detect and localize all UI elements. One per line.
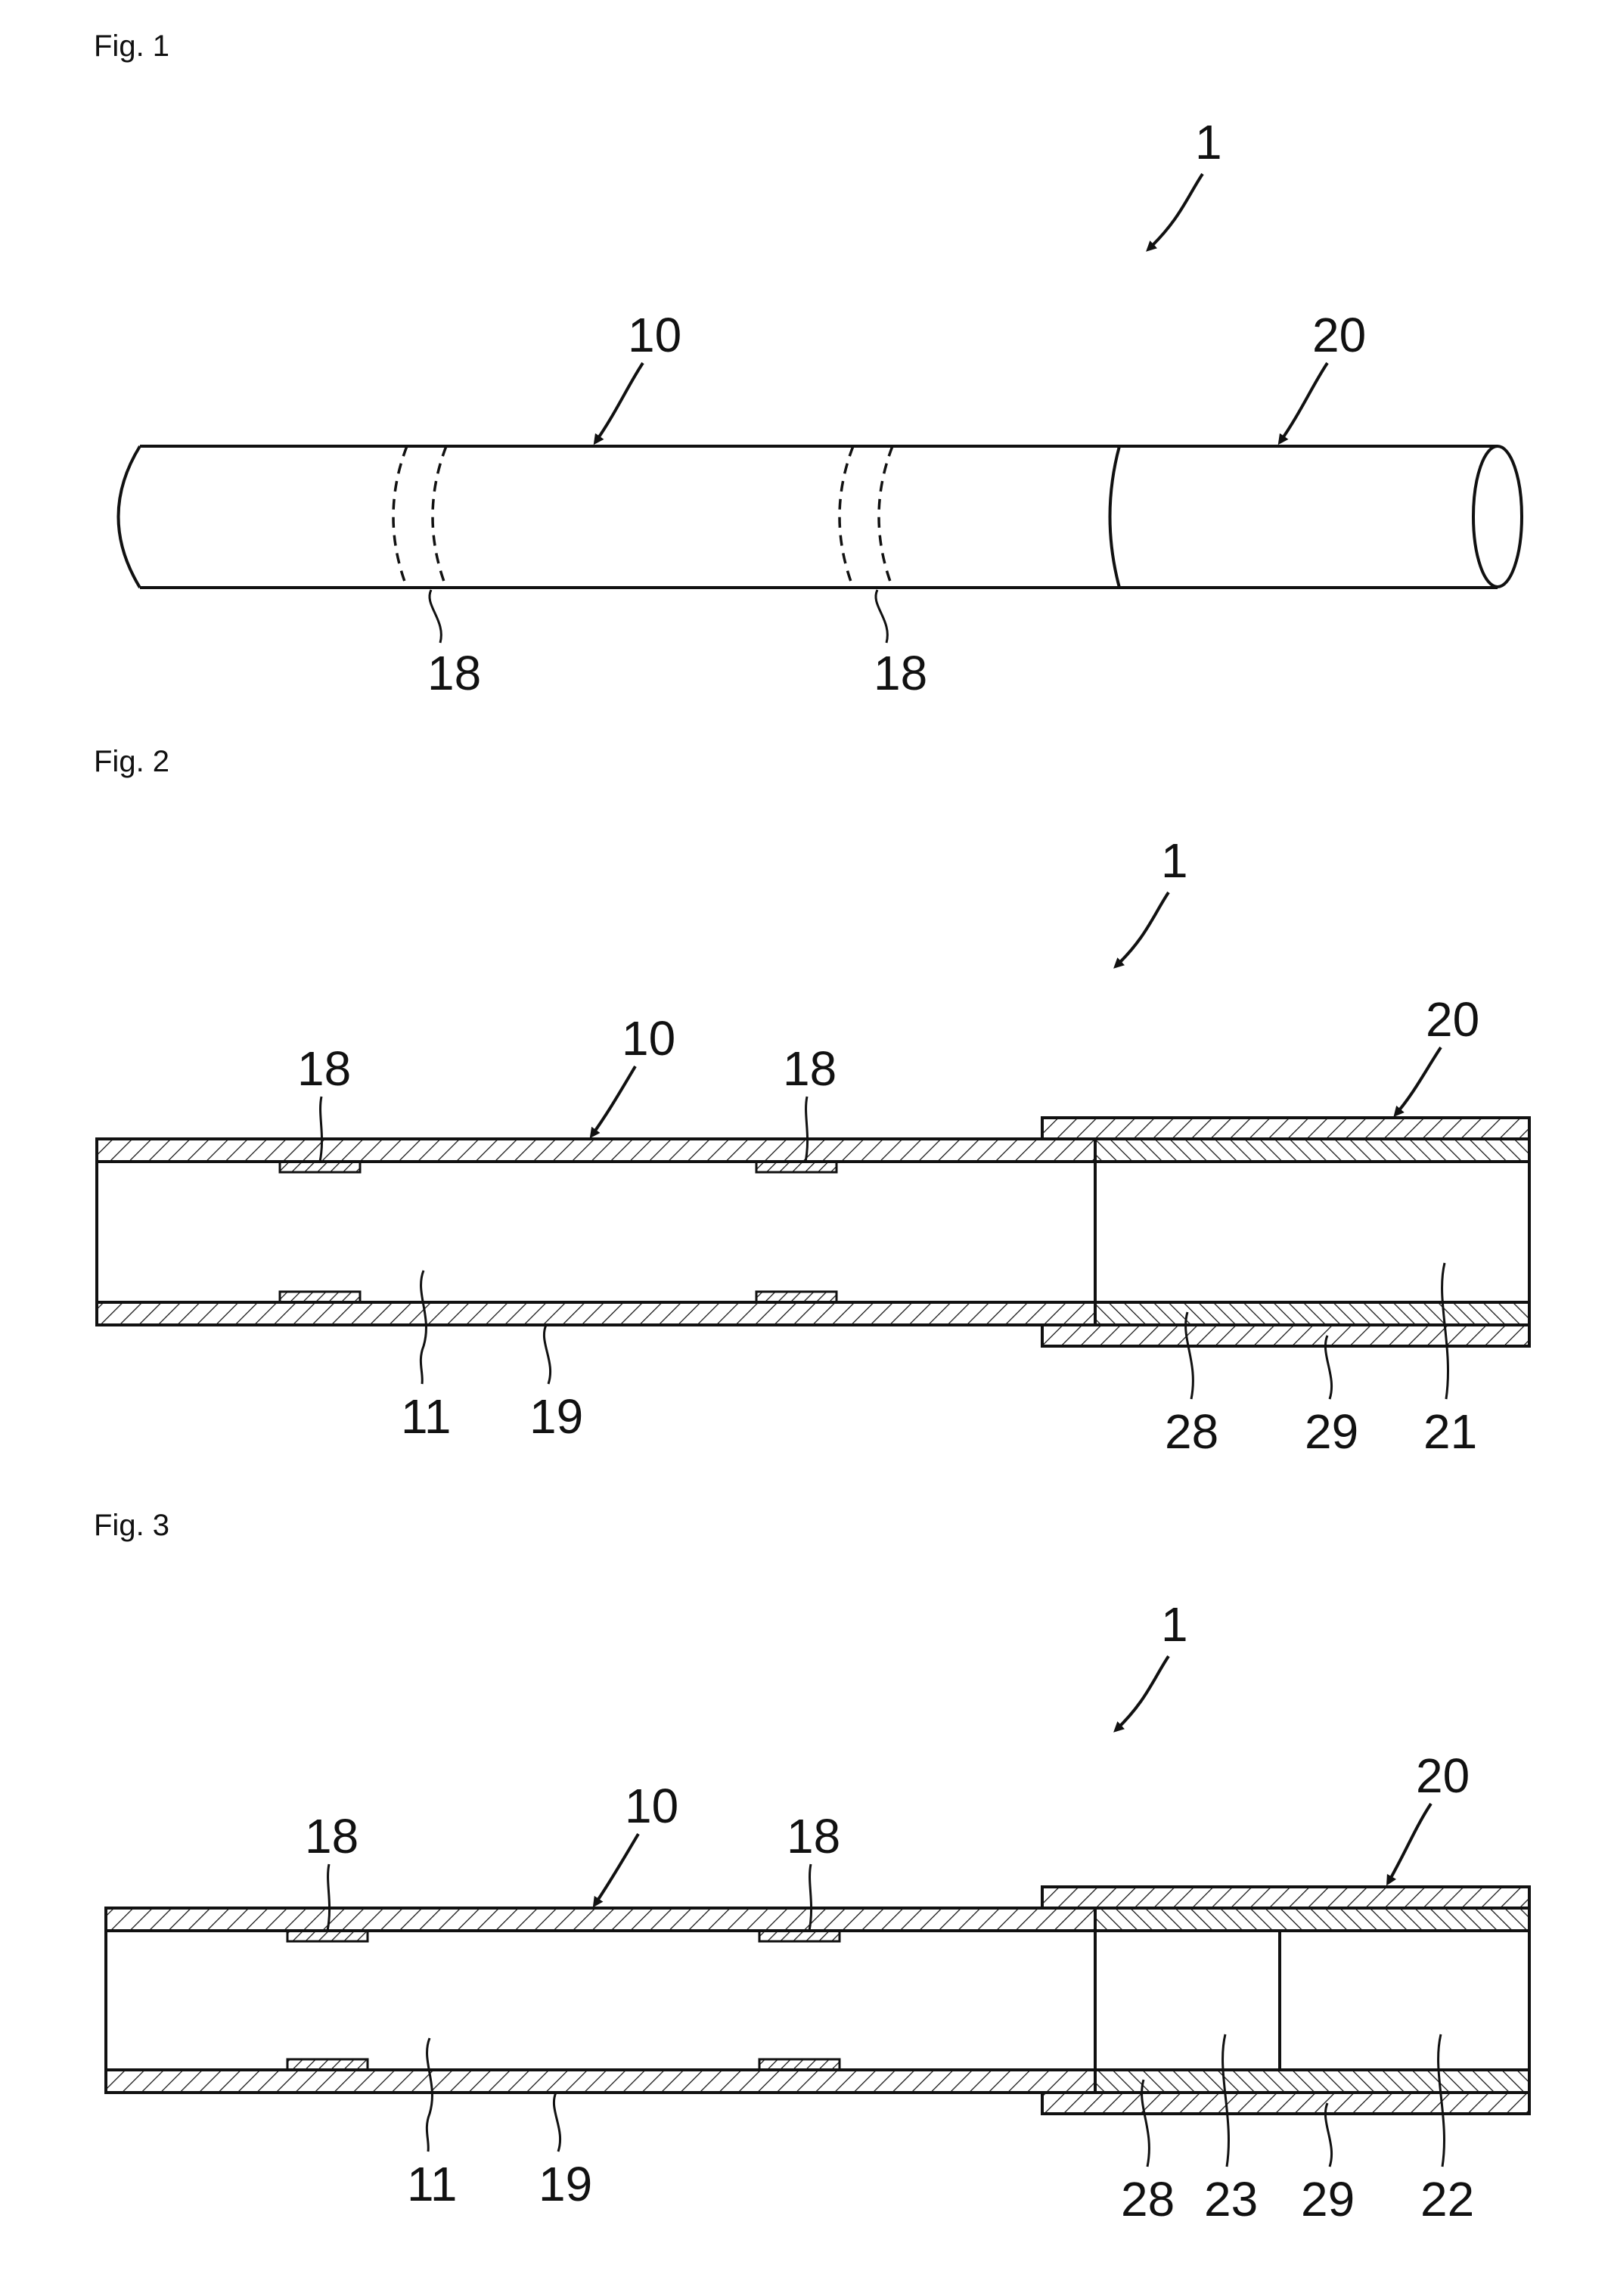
label-29: 29 xyxy=(1305,1404,1358,1459)
band-18-left-bottom xyxy=(287,2059,368,2070)
assembly-leader-arrow xyxy=(1116,892,1169,966)
band-18-right-leader xyxy=(876,590,887,643)
figure-1: Fig. 1 1 10 20 xyxy=(94,29,1522,700)
assembly-label: 1 xyxy=(1161,833,1188,888)
member-20-inner-bottom-wall xyxy=(1095,1302,1529,1325)
figure-caption: Fig. 1 xyxy=(94,29,169,63)
member-10-label: 10 xyxy=(625,1779,678,1833)
label-28: 28 xyxy=(1165,1404,1218,1459)
figure-caption: Fig. 3 xyxy=(94,1509,169,1542)
member-20-outer-top-wall xyxy=(1042,1118,1529,1139)
label-11-leader xyxy=(421,1271,426,1384)
figure-2: Fig. 2 1 18 18 10 20 11 19 28 xyxy=(94,745,1529,1459)
member-10-leader-arrow xyxy=(595,363,643,442)
member-10-label: 10 xyxy=(628,308,681,362)
member-20-inner-top-wall xyxy=(1095,1908,1529,1931)
figure-caption: Fig. 2 xyxy=(94,745,169,778)
member-10-leader-arrow xyxy=(594,1834,638,1905)
band-18-right-leader xyxy=(806,1097,808,1162)
label-11: 11 xyxy=(401,1389,451,1444)
assembly-label: 1 xyxy=(1195,115,1222,169)
band-18-left-leader xyxy=(430,590,441,643)
assembly-leader-arrow xyxy=(1148,174,1203,250)
band-18-right-top xyxy=(759,1931,840,1941)
label-11-leader xyxy=(427,2038,432,2152)
band-18-right-label: 18 xyxy=(874,646,927,700)
member-20-outer-bottom-wall xyxy=(1042,1325,1529,1346)
member-10-bottom-wall xyxy=(106,2070,1095,2093)
member-20-label: 20 xyxy=(1426,992,1479,1047)
member-10-bottom-wall xyxy=(97,1302,1095,1325)
band-18-right-label: 18 xyxy=(787,1809,840,1863)
band-18-left-top xyxy=(287,1931,368,1941)
band-18-left xyxy=(393,446,446,588)
label-21: 21 xyxy=(1423,1404,1477,1459)
member-20-leader-arrow xyxy=(1395,1047,1441,1115)
label-23: 23 xyxy=(1204,2172,1258,2226)
band-18-left-leader xyxy=(327,1864,330,1931)
label-28: 28 xyxy=(1121,2172,1175,2226)
band-18-right-bottom xyxy=(759,2059,840,2070)
member-20-inner-bottom-wall xyxy=(1095,2070,1529,2093)
label-19-leader xyxy=(544,1325,550,1384)
band-18-left-label: 18 xyxy=(305,1809,359,1863)
band-18-left-bottom xyxy=(280,1292,360,1302)
label-22: 22 xyxy=(1420,2172,1474,2226)
band-18-right xyxy=(840,446,892,588)
assembly-label: 1 xyxy=(1161,1597,1188,1652)
band-18-left-leader xyxy=(320,1097,322,1162)
band-18-left-top xyxy=(280,1162,360,1172)
member-10-top-wall xyxy=(106,1908,1095,1931)
member-20-inner-top-wall xyxy=(1095,1139,1529,1162)
label-19: 19 xyxy=(529,1389,583,1444)
member-20-leader-arrow xyxy=(1388,1804,1431,1883)
member-20-label: 20 xyxy=(1416,1748,1470,1803)
member-20-outer-bottom-wall xyxy=(1042,2093,1529,2114)
member-20-leader-arrow xyxy=(1280,363,1327,442)
band-18-left-label: 18 xyxy=(427,646,481,700)
member-20-outer-top-wall xyxy=(1042,1887,1529,1908)
band-18-right-label: 18 xyxy=(783,1041,837,1096)
band-18-left-label: 18 xyxy=(297,1041,351,1096)
member-10-top-wall xyxy=(97,1139,1095,1162)
label-19: 19 xyxy=(539,2157,592,2211)
band-18-right-bottom xyxy=(756,1292,837,1302)
figure-3: Fig. 3 1 18 18 10 20 11 19 xyxy=(94,1509,1529,2226)
label-29: 29 xyxy=(1301,2172,1355,2226)
member-10-label: 10 xyxy=(622,1011,675,1066)
label-11: 11 xyxy=(407,2157,457,2211)
member-20-label: 20 xyxy=(1312,308,1366,362)
band-18-right-leader xyxy=(809,1864,812,1931)
member-20-cylinder xyxy=(1110,446,1523,588)
assembly-leader-arrow xyxy=(1116,1656,1169,1730)
rod-body xyxy=(119,446,1120,588)
member-10-leader-arrow xyxy=(591,1066,635,1136)
band-18-right-top xyxy=(756,1162,837,1172)
label-19-leader xyxy=(554,2093,560,2152)
